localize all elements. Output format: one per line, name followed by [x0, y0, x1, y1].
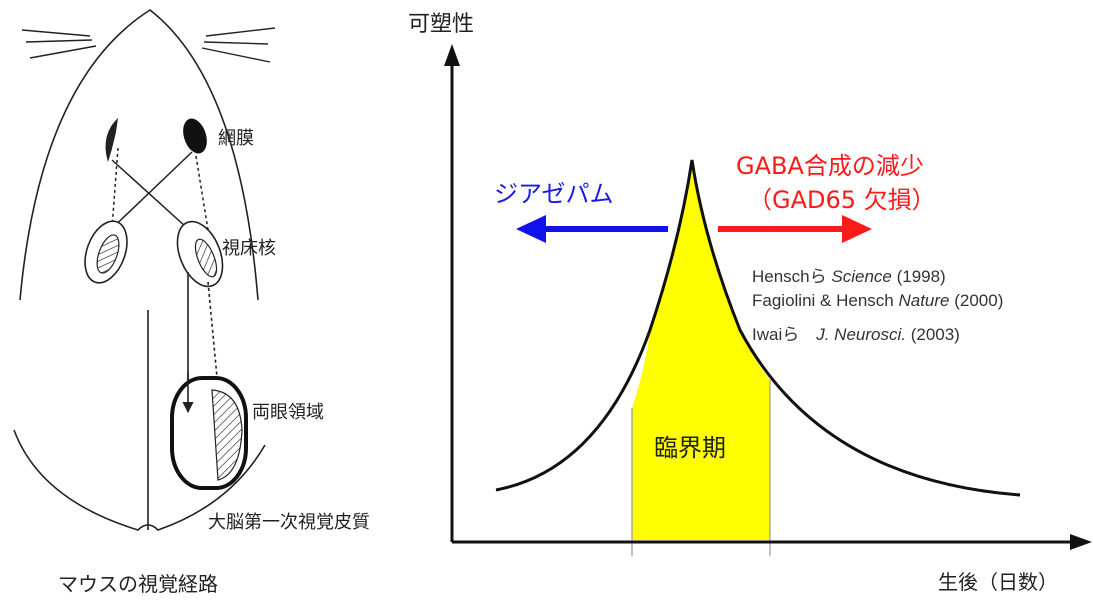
reference-2-year: (2000) [949, 291, 1004, 310]
retina-label: 網膜 [218, 128, 254, 149]
gaba-label-line2: （GAD65 欠損） [748, 186, 936, 214]
right-retina [183, 118, 207, 154]
gaba-label-line1: GABA合成の減少 [736, 152, 924, 180]
plasticity-chart [444, 44, 1092, 556]
diazepam-arrowhead [516, 215, 546, 243]
reference-1-author: Henschら [752, 267, 832, 286]
reference-3: Iwaiら J. Neurosci. (2003) [752, 320, 960, 345]
visual-cortex-label: 大脳第一次視覚皮質 [208, 512, 370, 533]
reference-1-year: (1998) [891, 267, 946, 286]
brain-outline [13, 310, 266, 531]
x-axis-arrowhead [1070, 534, 1092, 550]
x-axis-label: 生後（日数） [938, 570, 1058, 594]
plasticity-curve [495, 159, 1021, 497]
reference-3-year: (2003) [905, 325, 960, 344]
left-retina [105, 118, 118, 162]
critical-period-label: 臨界期 [654, 434, 726, 462]
reference-3-author: Iwaiら [752, 325, 817, 344]
y-axis-arrowhead [444, 44, 460, 66]
reference-3-journal: J. Neurosci. [816, 325, 906, 344]
diagram-caption: マウスの視覚経路 [58, 572, 218, 596]
reference-1: Henschら Science (1998) [752, 262, 946, 287]
binocular-region [170, 372, 248, 490]
lgn-nuclei [84, 220, 224, 288]
reference-2-journal: Nature [898, 291, 950, 310]
reference-2: Fagiolini & Hensch Nature (2000) [752, 291, 1003, 311]
lgn-label: 視床核 [222, 238, 276, 259]
gaba-arrowhead [842, 215, 872, 243]
diazepam-label: ジアゼパム [494, 180, 614, 208]
mouse-head-outline [19, 9, 259, 301]
binocular-region-label: 両眼領域 [252, 402, 324, 423]
critical-period-region [632, 160, 770, 540]
reference-1-journal: Science [831, 267, 892, 286]
reference-2-author: Fagiolini & Hensch [752, 291, 899, 310]
y-axis-label: 可塑性 [408, 12, 475, 37]
whiskers [21, 27, 276, 63]
